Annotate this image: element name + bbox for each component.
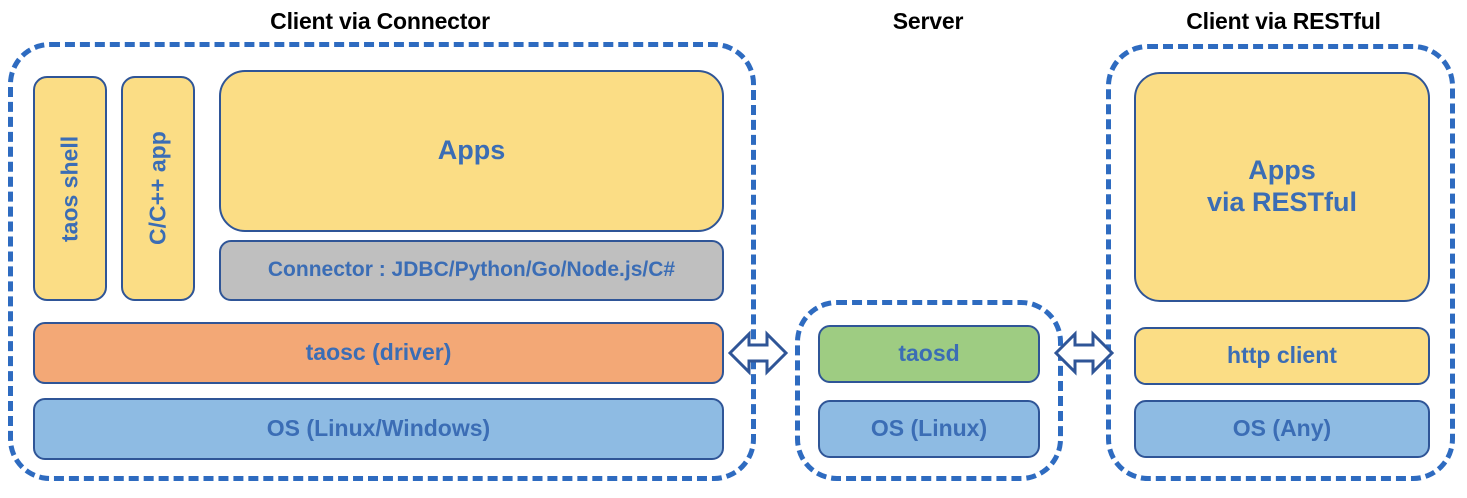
section-title-client-restful: Client via RESTful	[1186, 8, 1381, 34]
double-headed-arrow-icon	[1053, 323, 1115, 383]
group-server	[795, 300, 1063, 481]
section-title-server: Server	[892, 8, 964, 34]
box-connector-list: Connector : JDBC/Python/Go/Node.js/C#	[219, 240, 724, 301]
box-taosd: taosd	[818, 325, 1040, 383]
box-os-linux-windows: OS (Linux/Windows)	[33, 398, 724, 460]
box-http-client: http client	[1134, 327, 1430, 385]
group-client-via-restful	[1106, 44, 1455, 481]
section-title-client-connector: Client via Connector	[270, 8, 490, 34]
group-client-via-connector	[8, 42, 756, 481]
box-os-any: OS (Any)	[1134, 400, 1430, 458]
box-os-linux: OS (Linux)	[818, 400, 1040, 458]
box-apps: Apps	[219, 70, 724, 232]
box-taos-shell: taos shell	[33, 76, 107, 301]
box-taosc-driver: taosc (driver)	[33, 322, 724, 384]
box-apps-via-restful: Apps via RESTful	[1134, 72, 1430, 302]
double-headed-arrow-icon	[727, 323, 789, 383]
box-c-cpp-app: C/C++ app	[121, 76, 195, 301]
